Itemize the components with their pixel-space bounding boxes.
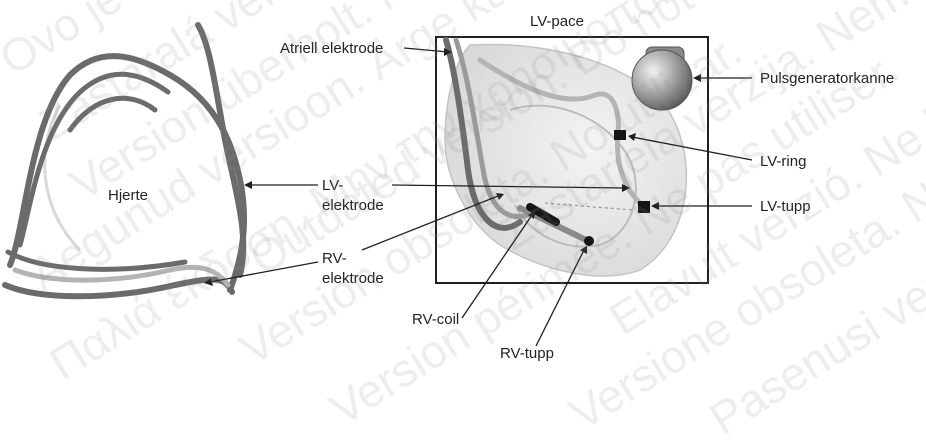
lv-tupp-electrode (638, 201, 650, 213)
lv-ring-label: LV-ring (760, 153, 806, 170)
rv-lead-strand (8, 252, 185, 269)
rv-lead (5, 279, 232, 296)
lv-elektrode-label-line1: LV- (322, 177, 343, 194)
atrial-loop (70, 98, 155, 130)
lv-elektrode-label-line2: elektrode (322, 197, 384, 214)
rv-elektrode-label-line2: elektrode (322, 270, 384, 287)
hjerte-label: Hjerte (108, 187, 148, 204)
upper-lead (198, 25, 243, 275)
atriell-elektrode-label: Atriell elektrode (280, 40, 383, 57)
rv-tupp-electrode (584, 236, 594, 246)
lv-pace-label: LV-pace (530, 13, 584, 30)
lv-ring-electrode (614, 130, 626, 140)
left-heart-illustration (5, 25, 244, 296)
rv-coil-label: RV-coil (412, 311, 459, 328)
rv-elektrode-label-line1: RV- (322, 250, 347, 267)
pulsgenerator-label: Pulsgeneratorkanne (760, 70, 894, 87)
diagram-canvas: LV-pace Atriell elektrode Pulsgeneratork… (0, 0, 926, 365)
lv-tupp-label: LV-tupp (760, 198, 811, 215)
lv-lead-strand (20, 74, 168, 245)
diagram-svg (0, 0, 926, 365)
rv-tupp-label: RV-tupp (500, 345, 554, 362)
